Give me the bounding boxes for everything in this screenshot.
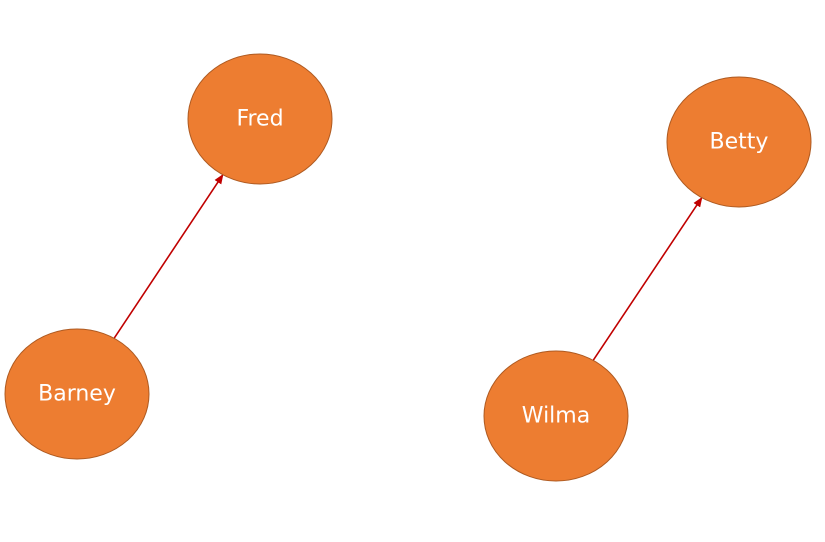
node-shape-betty[interactable] xyxy=(666,76,812,208)
node-shape-barney[interactable] xyxy=(4,328,150,460)
edge-arrow-wilma-to-betty xyxy=(592,196,703,361)
node-shape-wilma[interactable] xyxy=(483,350,629,482)
node-barney[interactable]: Barney xyxy=(4,328,150,460)
node-label-wilma: Wilma xyxy=(522,404,590,429)
node-label-barney: Barney xyxy=(38,382,116,407)
node-shape-fred[interactable] xyxy=(187,53,333,185)
node-wilma[interactable]: Wilma xyxy=(483,350,629,482)
edge-arrow-barney-to-fred xyxy=(113,173,224,339)
node-label-fred: Fred xyxy=(236,107,283,132)
node-label-betty: Betty xyxy=(710,130,769,155)
node-betty[interactable]: Betty xyxy=(666,76,812,208)
edges xyxy=(113,173,703,361)
node-fred[interactable]: Fred xyxy=(187,53,333,185)
